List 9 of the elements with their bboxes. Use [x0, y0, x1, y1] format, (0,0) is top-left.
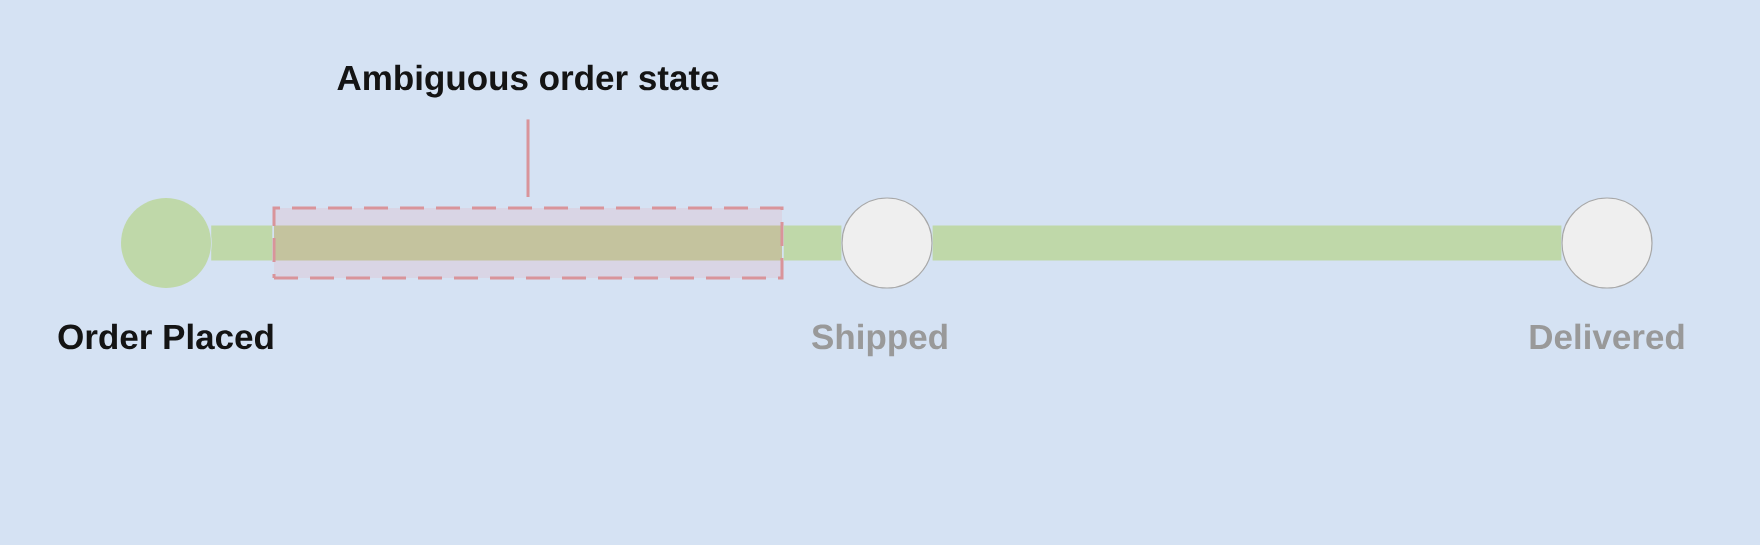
leader-line [526, 119, 530, 197]
progress-track [211, 225, 273, 261]
milestone-label: Shipped [812, 323, 947, 357]
progress-track [932, 225, 1562, 261]
dashed-box [272, 206, 784, 280]
milestone-label: Delivered [1530, 323, 1684, 350]
callout-label: Ambiguous order state [337, 64, 719, 98]
milestone-label: Order Placed [58, 323, 273, 350]
progress-track [783, 225, 842, 261]
